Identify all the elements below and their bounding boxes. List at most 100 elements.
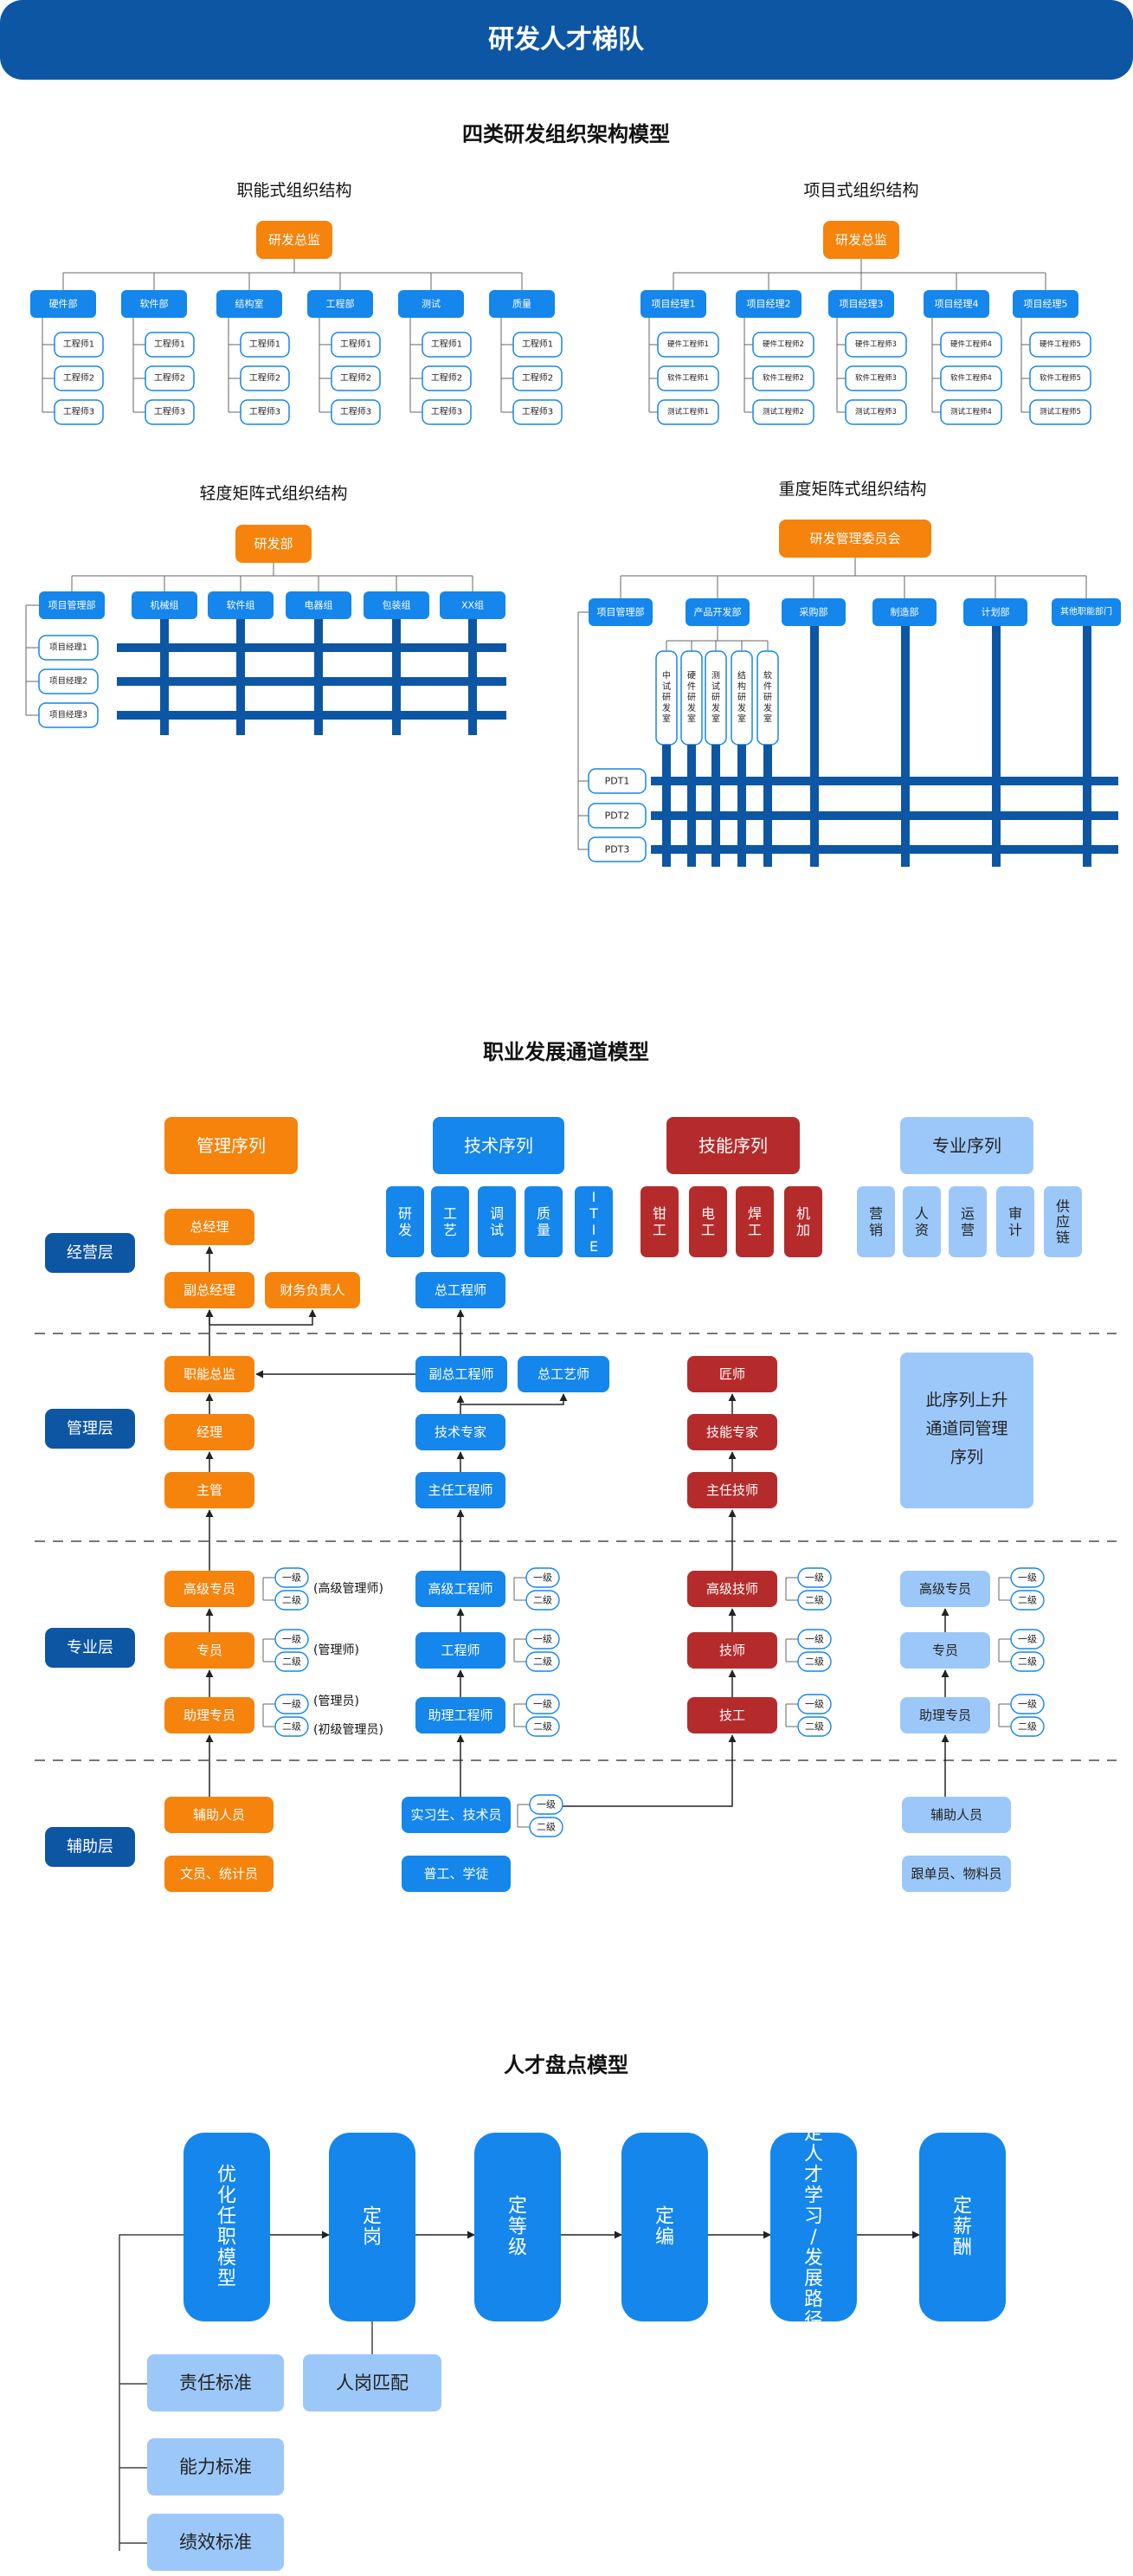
label: 工程师 [441,1643,480,1658]
label: 总工艺师 [538,1366,589,1382]
node-box [164,1697,254,1733]
section-title: 职业发展通道模型 [483,1040,649,1064]
node-box [164,1472,254,1508]
label: 技能专家 [706,1424,758,1440]
node-box [1044,1186,1082,1257]
vertical-label: 软件研发室 [763,670,772,725]
pro-note: 此序列上升通道同管理序列 [925,1391,1007,1467]
node-box [145,399,195,425]
node-box [963,598,1027,626]
label: 工程师3 [522,406,553,417]
standard-label: 能力标准 [179,2457,252,2477]
matrix-bar-h [651,845,1118,854]
node-box [422,365,472,391]
node-box [164,1414,254,1450]
node-box [736,1186,774,1257]
label: 结构室 [235,298,264,310]
node-box [422,399,472,425]
node-box [402,1797,511,1833]
grade-label: 二级 [533,1656,552,1668]
node-box [900,1571,990,1607]
node-box [54,365,104,391]
node-box [208,591,274,619]
vertical-label: 机加 [796,1205,810,1238]
node-box [274,1567,309,1588]
node-box [525,1590,560,1611]
matrix-bar-v [992,626,1001,867]
grade-label: 一级 [1018,1572,1037,1584]
chart-title: 项目式组织结构 [803,181,918,200]
label: 主管 [196,1482,222,1498]
node-box [45,1409,135,1449]
node-box [588,803,647,829]
vertical-label: 电工 [701,1205,715,1238]
node-box [1010,1694,1045,1714]
match-label: 人岗匹配 [336,2373,409,2393]
node-box [589,598,653,626]
node-box [54,399,104,425]
matrix-bar-h [651,811,1118,820]
node-box [779,520,931,558]
node-box [686,598,750,626]
grade-label: 二级 [805,1721,824,1733]
node-box [525,1186,563,1257]
node-box [621,2133,708,2321]
node-box [164,1272,254,1308]
node-box [797,1567,832,1588]
layer-label: 管理层 [67,1420,113,1438]
label: 项目经理1 [652,299,696,310]
node-box [949,1186,987,1257]
grade-note: (管理师) [313,1643,359,1657]
label: 副总经理 [183,1282,235,1298]
vertical-label: 研发 [398,1205,412,1238]
label: 硬件工程师1 [667,339,709,349]
label: 硬件部 [49,298,78,310]
matrix-bar-v [392,619,401,735]
node-box [274,1590,309,1611]
label: 财务负责人 [280,1282,344,1298]
grade-label: 二级 [282,1656,301,1668]
node-box [132,591,197,619]
node-box [474,2133,561,2321]
label: 工程师2 [340,372,371,384]
node-box [996,1186,1034,1257]
vertical-label: 焊工 [748,1205,762,1238]
label: 研发管理委员会 [809,531,900,546]
grade-label: 一级 [1018,1699,1037,1710]
grade-label: 二级 [282,1595,301,1606]
label: 工程师2 [63,372,94,384]
node-box [903,1186,941,1257]
node-box [784,1186,822,1257]
node-box [687,1697,777,1733]
node-box [900,1117,1033,1174]
label: 项目经理4 [935,299,979,310]
grade-note: (初级管理员) [313,1722,383,1737]
label: 测试工程师4 [950,407,992,416]
node-box [422,332,472,358]
matrix-bar-v [901,626,910,867]
label: 硬件工程师4 [950,339,992,349]
node-box [797,1716,832,1737]
pro-note-box [900,1353,1033,1508]
node-box [440,591,505,619]
grade-label: 一级 [282,1634,301,1645]
node-box [900,1632,990,1669]
node-box [216,290,282,318]
node-box [736,290,801,318]
step-label: 定等级 [508,2196,527,2259]
matrix-bar-v [711,745,720,867]
node-box [782,598,846,626]
label: 硬件工程师3 [855,339,897,349]
matrix-bar-v [236,619,245,735]
node-box [689,1186,727,1257]
node-box [433,1117,564,1174]
node-box [512,365,563,391]
node-box [1010,1590,1045,1611]
matrix-bar-v [314,619,323,735]
label: 职能总监 [183,1366,235,1382]
node-box [641,1186,679,1257]
grade-label: 二级 [537,1822,556,1833]
label: 工程师2 [522,372,553,384]
node-box [1010,1629,1045,1650]
node-box [770,2133,857,2321]
